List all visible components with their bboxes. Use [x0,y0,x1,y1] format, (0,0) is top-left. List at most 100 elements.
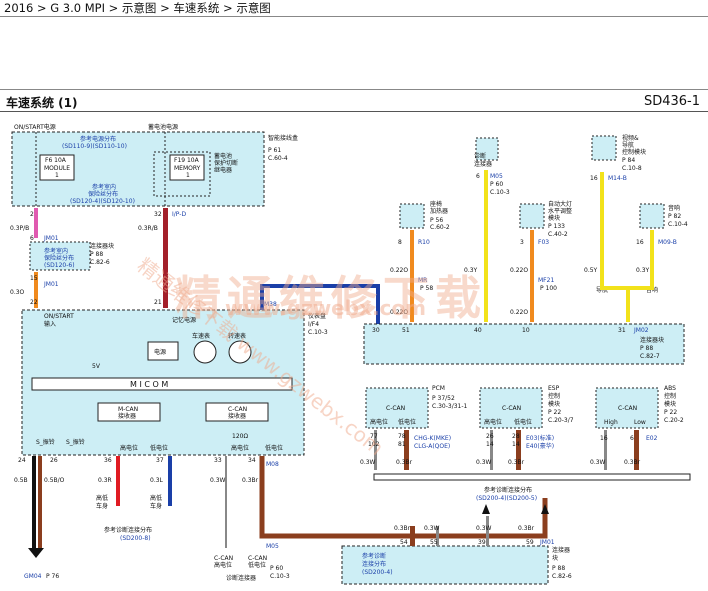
wire-darkred [163,208,168,308]
f03-label: F03 [538,239,549,246]
pcm-wire-br: 0.3Br [396,459,413,466]
p60-label-2: C.10-3 [270,573,290,580]
junction-box-connector-2: C.60-4 [268,155,288,162]
esp-label: ESP [548,385,560,392]
abs-ccan: C-CAN [618,405,637,412]
tachometer-icon [228,340,252,364]
mcan-low: 低电位 [150,444,168,452]
fuse-memory-name: MEMORY [174,165,201,172]
pcm-low: 低电位 [398,418,416,426]
esp-wire-br: 0.3Br [508,459,525,466]
pin-15: 15 [30,275,38,282]
pin-59: 59 [526,539,534,546]
esp-pin-28: 28 [512,433,520,440]
auto-lamp-ref: P 133 [548,223,565,230]
power-label: 电源 [154,348,166,356]
ccan-high-label-2: 高电位 [214,561,232,569]
pin-31: 31 [618,327,626,334]
p58-label: P 58 [420,285,433,292]
lo-body-2: 车身 [150,502,162,510]
ccan-high: 高电位 [231,444,249,452]
esp-pin-14b: 14 [512,441,520,448]
s-signal-2: S_振铃 [66,438,85,446]
abs-wire-br: 0.3Br [624,459,641,466]
seat-ref: P 56 [430,217,443,224]
wire-yellow-nav [600,172,604,284]
on-start-input: ON/START [44,313,74,320]
relay-label-1: 蓄电池 [214,152,232,160]
esp-ccan: C-CAN [502,405,521,412]
relay-box [153,151,211,197]
audio-label: 音响 [668,204,680,212]
seat-heater-label: 座椅 [430,200,442,208]
abs-wire-w: 0.3W [590,459,606,466]
pin-8a: 8 [398,239,402,246]
nav-label: 视频& [622,134,639,142]
pin-22: 22 [30,299,38,306]
esp-label-2: 控制 [548,392,560,400]
speedometer-label: 车速表 [192,332,210,340]
pin-51: 51 [402,327,410,334]
ccan-label-2: 接收器 [228,412,246,420]
resistor-label: 120Ω [232,433,248,440]
r10-label: R10 [418,239,430,246]
wire-03r: 0.3R [98,477,112,484]
conn-block-3-label-2: 块 [552,554,558,562]
fuse-module-number: 1 [55,172,59,179]
pin-33: 33 [214,457,222,464]
fuse-module-rating: F6 10A [45,157,67,164]
pin-26: 26 [50,457,58,464]
on-start-input-2: 输入 [44,320,56,328]
memory-power-label: 记忆电源 [172,316,196,324]
conn-block-2-label: 连接器块 [640,336,664,344]
pin-40: 40 [474,327,482,334]
wire-blue-bottom [168,456,172,506]
wire-05y: 0.5Y [584,267,598,274]
power-block [147,341,179,361]
diag-label: 诊断 [474,152,486,160]
meter-label: 仪表盘 [308,312,326,320]
relay-label-3: 继电器 [214,166,232,174]
ccan-high-label: C-CAN [214,555,233,562]
nav-ref-2: C.10-8 [622,165,642,172]
conn-block-3-ref-2: C.82-6 [552,573,572,580]
fuse-module [39,154,75,181]
mcan-receiver [97,402,161,422]
wire-orange-seat [410,230,414,322]
pin-6: 6 [30,235,34,242]
bottom-wire-w2: 0.3W [476,525,492,532]
abs-ref: P 22 [664,409,677,416]
diag-connector-box [475,137,499,161]
pin-36: 36 [104,457,112,464]
wire-pb: 0.3P/B [10,225,29,232]
pin-37: 37 [156,457,164,464]
connector-block-ref: P 88 [90,251,103,258]
connector-block-ref-2: C.82-6 [90,259,110,266]
voltage-label: 5V [92,363,101,370]
wire-03l: 0.3L [150,477,164,484]
wire-brown-can [259,456,548,539]
mr-label: MR [418,277,427,284]
fuse-memory-number: 1 [186,172,190,179]
pcm-box [365,387,429,429]
ground-icon [28,548,44,558]
pin-54: 54 [400,539,408,546]
fuse-memory [169,154,205,181]
page-code: SD436-1 [643,94,700,109]
wire-yellow-merged [626,288,630,322]
esp-high: 高电位 [484,418,502,426]
breadcrumb[interactable]: 2016 > G 3.0 MPI > 示意图 > 车速系统 > 示意图 [4,1,271,15]
title-divider [0,89,708,90]
pcm-pin-78: 78 [398,433,406,440]
mcan-label-2: 接收器 [118,412,136,420]
jm01-top: JM01 [43,235,59,242]
hi-body-2: 车身 [96,502,108,510]
abs-label-2: 控制 [664,392,676,400]
pcm-high: 高电位 [370,418,388,426]
micom-label: M I C O M [130,380,168,389]
abs-ref-2: C.20-2 [664,417,684,424]
abs-high: High [604,419,618,426]
chg-label: CHG-K(MKE) [414,435,451,442]
pcm-ref: P 37/52 [432,395,455,402]
e40-label: E40(豪华) [526,442,554,450]
